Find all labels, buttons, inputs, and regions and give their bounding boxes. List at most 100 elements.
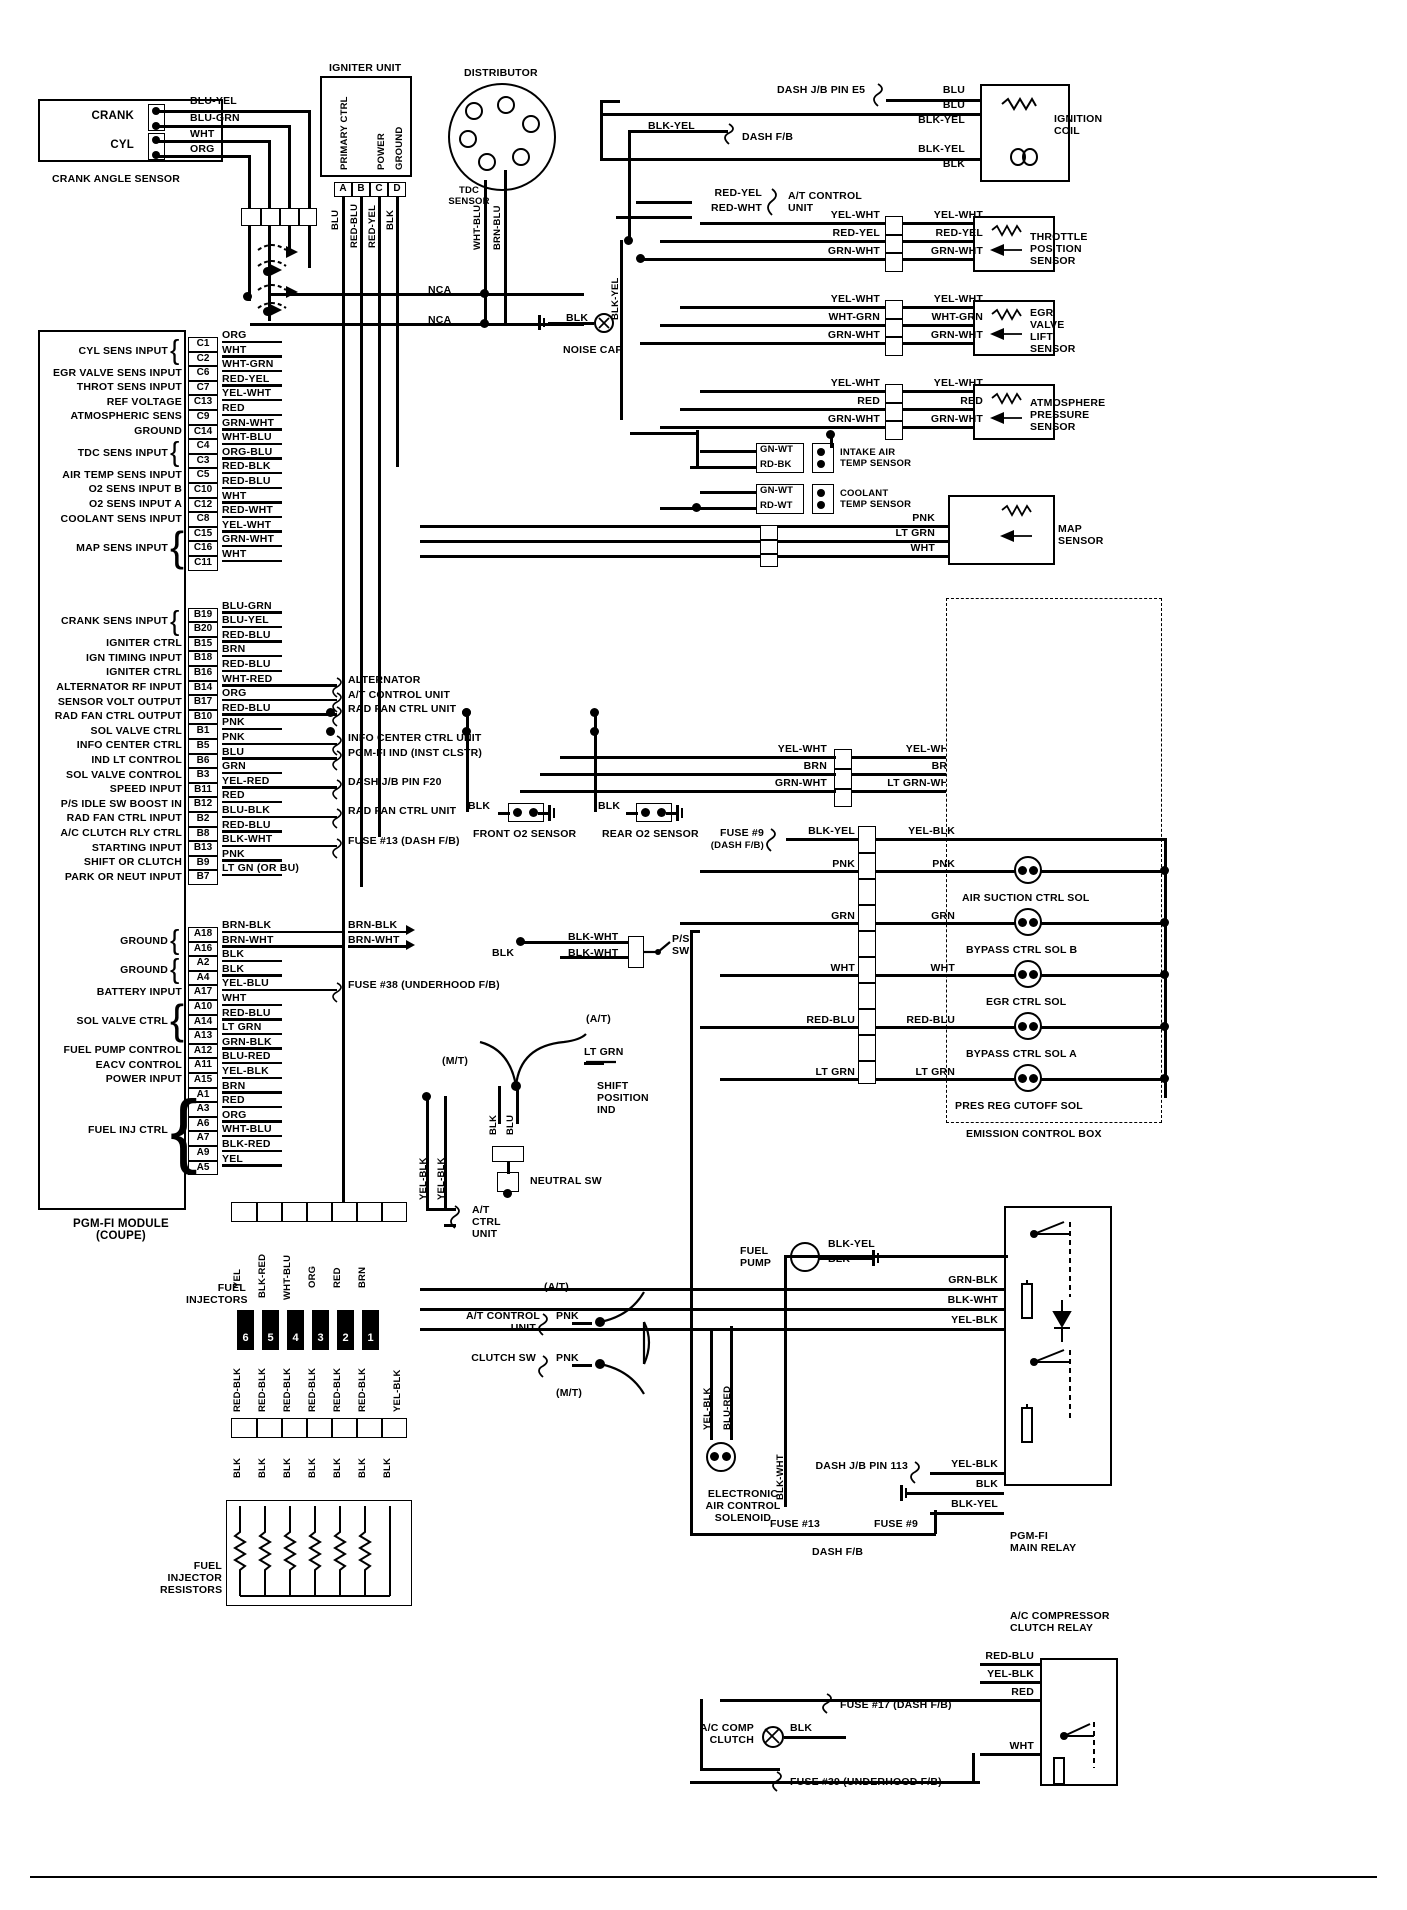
ac-clutch-wire: BLK bbox=[790, 1722, 813, 1734]
map-wire-3: WHT bbox=[910, 542, 935, 554]
inj-top-wire-1: YEL bbox=[232, 1268, 243, 1288]
crank-angle-sensor-box bbox=[38, 99, 223, 162]
atsw-mt-label: (M/T) bbox=[556, 1387, 583, 1399]
ecu-group-label-fuel-pump-control: FUEL PUMP CONTROL bbox=[63, 1044, 182, 1057]
emission-connector bbox=[858, 826, 876, 1084]
relay-wire-5: BLK bbox=[975, 1478, 998, 1490]
inj-top-wire-5: RED bbox=[332, 1267, 343, 1288]
intake-air-wire-1: GN-WT bbox=[760, 444, 794, 455]
relay-fuse-right: FUSE #9 bbox=[874, 1518, 918, 1530]
ecu-pin-c7: C7 bbox=[188, 380, 218, 396]
ecu-group-brace: { bbox=[170, 1082, 198, 1176]
sol4-right: RED-BLU bbox=[906, 1014, 955, 1026]
inj-top-wire-4: ORG bbox=[307, 1265, 318, 1288]
inj-bot-wire-1: BLK bbox=[232, 1457, 243, 1478]
ground-arrow bbox=[406, 925, 415, 935]
front-o2-sensor-label: FRONT O2 SENSOR bbox=[473, 828, 577, 840]
pgmfi-module-label-line2: (COUPE) bbox=[95, 1230, 146, 1242]
ecu-group-label-ground: GROUND bbox=[120, 934, 168, 947]
ecu-right-label-fuse-38-underhood-f-b-: FUSE #38 (UNDERHOOD F/B) bbox=[348, 978, 500, 991]
ecu-pin-b1: B1 bbox=[188, 724, 218, 739]
sol5-left: LT GRN bbox=[815, 1066, 855, 1078]
ecu-group-label-starting-input: STARTING INPUT bbox=[91, 841, 182, 854]
igniter-pin-d: D bbox=[388, 182, 406, 197]
ecu-right-label-info-center-ctrl-unit: INFO CENTER CTRL UNIT bbox=[348, 732, 482, 745]
ecu-pin-b5: B5 bbox=[188, 739, 218, 754]
ecu-group-label-sensor-volt-output: SENSOR VOLT OUTPUT bbox=[57, 695, 182, 708]
ecu-wire-label-c10: RED-BLU bbox=[222, 475, 271, 487]
ecu-pin-c5: C5 bbox=[188, 468, 218, 483]
pgmfi-module-label-line1: PGM-FI MODULE bbox=[73, 1218, 169, 1230]
relay-wire-4: YEL-BLK bbox=[951, 1458, 998, 1470]
dash-jb-pin-e5-label: DASH J/B PIN E5 bbox=[777, 84, 866, 96]
dash-fb-label: DASH F/B bbox=[742, 131, 794, 143]
ecu-group-label-shift-or-clutch: SHIFT OR CLUTCH bbox=[83, 856, 182, 869]
ecu-wire-label-a16: BRN-WHT bbox=[222, 933, 274, 946]
ecu-group-label-atmospheric-sens: ATMOSPHERIC SENS bbox=[70, 410, 182, 423]
ecu-right-label-pgm-fi-ind-inst-clstr-: PGM-FI IND (INST CLSTR) bbox=[348, 746, 483, 759]
ecu-wire-label-a17: YEL-BLU bbox=[222, 977, 269, 990]
ecu-group-label-speed-input: SPEED INPUT bbox=[109, 783, 182, 796]
shift-at-label: (A/T) bbox=[586, 1013, 611, 1025]
sol1-name: AIR SUCTION CTRL SOL bbox=[962, 892, 1090, 904]
sol5-right: LT GRN bbox=[915, 1066, 955, 1078]
ecu-wire-label-b9: PNK bbox=[222, 847, 245, 860]
ecu-pin-b17: B17 bbox=[188, 695, 218, 710]
ecu-group-label-eacv-control: EACV CONTROL bbox=[95, 1058, 182, 1071]
ecu-group-label-coolant-sens-input: COOLANT SENS INPUT bbox=[60, 512, 182, 525]
ecu-wire-label-b14: WHT-RED bbox=[222, 672, 273, 685]
aps-connector bbox=[885, 384, 903, 440]
ita-right-1: YEL-WHT bbox=[905, 743, 955, 755]
ecu-pin-b9: B9 bbox=[188, 855, 218, 871]
igniter-primary-ctrl-label: PRIMARY CTRL bbox=[339, 96, 350, 170]
ecu-pin-b7: B7 bbox=[188, 870, 218, 885]
igniter-power-label: POWER bbox=[376, 133, 387, 170]
sol5-name: PRES REG CUTOFF SOL bbox=[955, 1100, 1083, 1112]
atmosphere-pressure-sensor-box bbox=[973, 384, 1055, 440]
ac-relay-wire-4: WHT bbox=[1009, 1740, 1034, 1752]
ecu-group-label-rad-fan-ctrl-output: RAD FAN CTRL OUTPUT bbox=[54, 710, 182, 723]
ita-left-1: YEL-WHT bbox=[777, 743, 827, 755]
coolant-temp-sensor-body bbox=[812, 484, 834, 514]
page-footer-rule bbox=[30, 1876, 1377, 1878]
emission-fuse-sub: (DASH F/B) bbox=[710, 840, 764, 851]
ecu-pin-b19: B19 bbox=[188, 607, 218, 623]
ecu-group-brace: { bbox=[170, 604, 180, 636]
ecu-group-label-info-center-ctrl: INFO CENTER CTRL bbox=[76, 739, 182, 752]
relay-wire-2: BLK-WHT bbox=[947, 1294, 998, 1306]
ecu-wire-label-b2: BLU-BLK bbox=[222, 804, 271, 816]
ecu-pin-c4: C4 bbox=[188, 439, 218, 454]
ignition-coil-box bbox=[980, 84, 1070, 182]
ecu-group-label-air-temp-sens-input: AIR TEMP SENS INPUT bbox=[62, 468, 182, 481]
inj-bot-wire-6: BLK bbox=[357, 1457, 368, 1478]
noise-cap-label: NOISE CAP bbox=[563, 344, 623, 356]
ecu-wire-label-c14: GRN-WHT bbox=[222, 416, 275, 429]
ecu-group-brace: { bbox=[170, 522, 185, 570]
emission-fuse-label: FUSE #9 bbox=[720, 827, 764, 839]
ecu-group-label-power-input: POWER INPUT bbox=[105, 1073, 182, 1086]
inj-mid-wire-5: RED-BLK bbox=[332, 1367, 343, 1412]
ecu-wire-label-c11: WHT bbox=[222, 548, 247, 560]
sol1-left: PNK bbox=[832, 858, 855, 870]
emission-control-box bbox=[946, 598, 1162, 1123]
egr-left-1: YEL-WHT bbox=[830, 293, 880, 305]
ecu-group-brace: { bbox=[170, 436, 180, 468]
ecu-pin-c15: C15 bbox=[188, 526, 218, 542]
ac-fuse-top: FUSE #17 (DASH F/B) bbox=[840, 1699, 952, 1711]
inj-bot-wire-4: BLK bbox=[307, 1457, 318, 1478]
ecu-pin-c6: C6 bbox=[188, 366, 218, 381]
ecu-group-label-p-s-idle-sw-boost-in: P/S IDLE SW BOOST IN bbox=[60, 797, 182, 810]
intake-air-temp-connector bbox=[756, 443, 804, 473]
fuel-pump-wire-1: BLK-YEL bbox=[828, 1238, 875, 1250]
ecu-group-label-ref-voltage: REF VOLTAGE bbox=[106, 395, 182, 408]
ecu-group-brace: { bbox=[170, 953, 180, 985]
relay-wire-3: YEL-BLK bbox=[951, 1314, 998, 1326]
inj-mid-wire-6: RED-BLK bbox=[357, 1367, 368, 1412]
